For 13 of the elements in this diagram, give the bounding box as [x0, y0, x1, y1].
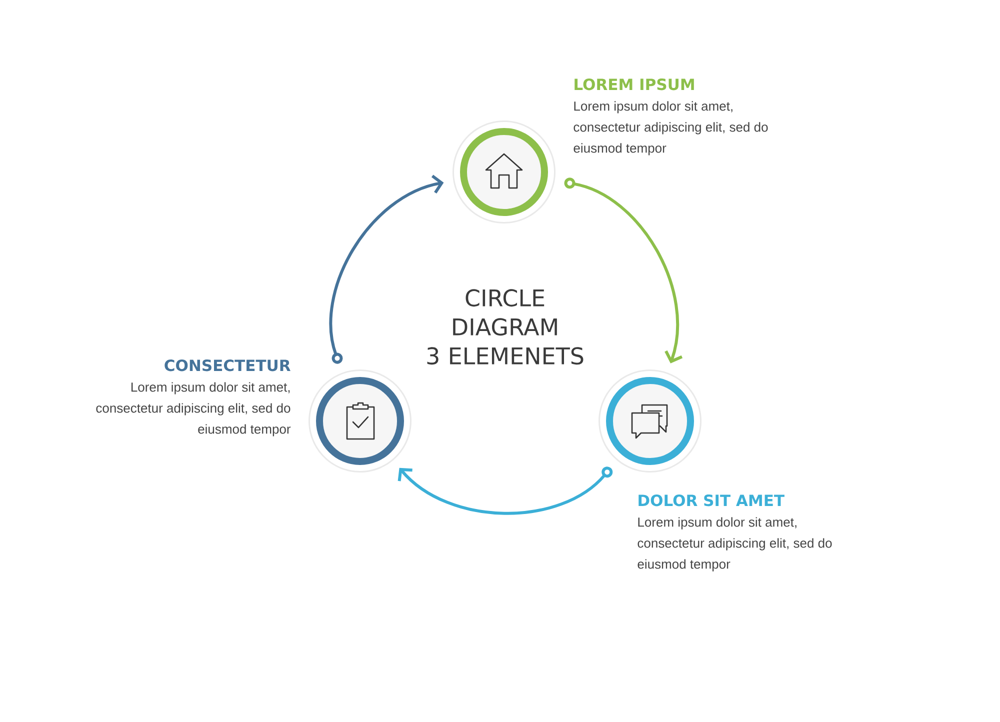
body-text: Lorem ipsum dolor sit amet, consectetur adipiscing elit, sed do eiusmod tempor [96, 382, 291, 436]
arrow [329, 174, 444, 364]
heading: DOLOR SIT AMET [638, 494, 784, 506]
circle-node [308, 370, 412, 472]
arrow [398, 466, 613, 515]
title: CIRCLE DIAGRAM 3 ELEMENETS [427, 289, 584, 365]
heading: CONSECTETUR [164, 360, 290, 372]
circle-node [598, 370, 702, 472]
body-text: Lorem ipsum dolor sit amet, consectetur adipiscing elit, sed do eiusmod tempor [638, 517, 832, 572]
heading: LOREM IPSUM [574, 78, 694, 90]
circle-node [452, 120, 556, 224]
arrow [564, 178, 683, 364]
body-text: Lorem ipsum dolor sit amet, consectetur adipiscing elit, sed do eiusmod tempor [574, 101, 768, 156]
